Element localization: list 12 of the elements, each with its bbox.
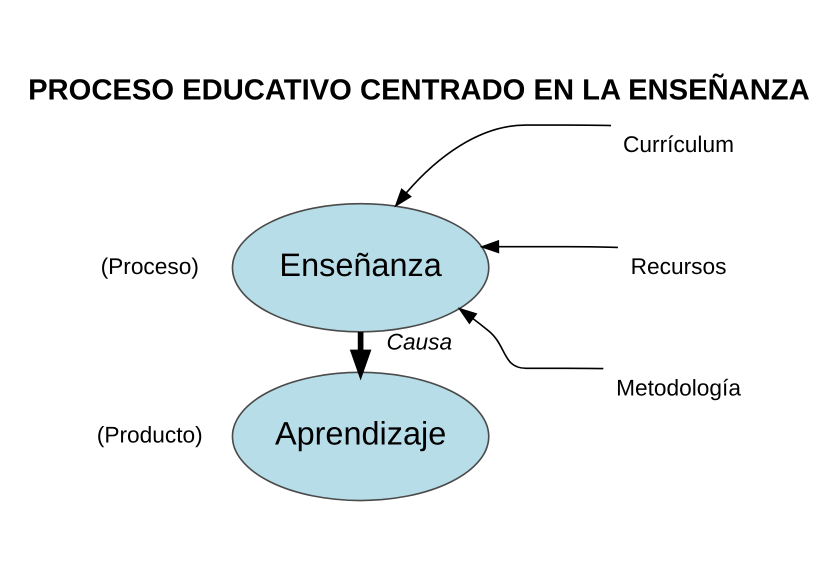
node-ellipse: Enseñanza [232,202,490,333]
diagram-title: PROCESO EDUCATIVO CENTRADO EN LA ENSEÑANZA [28,74,810,107]
arrow [350,332,372,380]
node-text: Recursos [630,252,726,279]
node-ellipse: Aprendizaje [232,372,490,502]
arrow [458,307,604,370]
node-label: (Producto) [96,421,203,448]
arrow [394,124,612,208]
node-text: Currículum [623,131,734,158]
node-label: (Proceso) [100,252,199,279]
arrow [480,240,618,254]
node-text: Metodología [616,374,741,400]
